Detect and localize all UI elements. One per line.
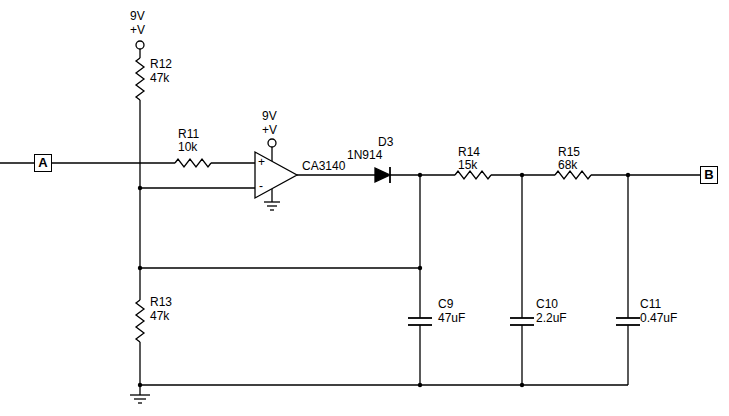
ground-symbol <box>134 398 146 399</box>
wire <box>52 162 175 163</box>
resistor-symbol <box>136 58 144 100</box>
part-value: 68k <box>558 159 577 172</box>
wire <box>139 49 140 58</box>
part-value: 0.47uF <box>640 312 677 325</box>
resistor-symbol <box>555 171 591 179</box>
part-name: R13 <box>150 296 172 309</box>
ground-symbol <box>270 209 274 210</box>
junction-dot <box>520 173 524 177</box>
ground-symbol <box>267 205 277 206</box>
supply-terminal <box>136 41 144 49</box>
junction-dot <box>626 173 630 177</box>
wire <box>211 162 255 163</box>
part-name: C9 <box>438 298 453 311</box>
junction-dot <box>138 266 142 270</box>
junction-dots <box>138 173 630 387</box>
part-name: CA3140 <box>302 160 345 173</box>
part-value: 2.2uF <box>536 312 567 325</box>
wire <box>140 267 420 268</box>
part-name: C10 <box>536 298 558 311</box>
junction-dot <box>138 383 142 387</box>
part-value: 47k <box>150 310 169 323</box>
pin-sign: + <box>258 156 265 169</box>
terminal-label: B <box>704 168 713 182</box>
wire <box>140 187 255 188</box>
wire <box>419 325 420 385</box>
part-name: C11 <box>640 298 661 311</box>
capacitor-symbol <box>616 317 640 319</box>
terminal-box: B <box>700 166 718 184</box>
wire <box>297 174 375 175</box>
terminal-label: A <box>38 156 47 170</box>
supply-voltage: 9V <box>262 110 277 123</box>
wire <box>140 384 628 385</box>
resistor-symbol <box>175 159 211 167</box>
terminal-box: A <box>34 154 52 172</box>
opamp-symbol <box>255 152 297 198</box>
wire <box>419 175 420 318</box>
wire <box>521 175 522 318</box>
part-name: R15 <box>558 146 580 159</box>
pin-sign: - <box>259 180 263 193</box>
wire <box>627 325 628 385</box>
wire <box>390 174 455 175</box>
part-value: 10k <box>178 141 197 154</box>
diode-symbol <box>375 168 390 182</box>
junction-dot <box>520 383 524 387</box>
capacitor-symbol <box>408 317 432 319</box>
supply-voltage: 9V <box>130 10 145 23</box>
part-value: 47k <box>150 72 169 85</box>
part-name: D3 <box>378 136 393 149</box>
wire <box>271 147 272 161</box>
junction-dot <box>418 173 422 177</box>
supply-label: +V <box>130 24 145 37</box>
part-name: R12 <box>150 58 172 71</box>
junction-dot <box>138 186 142 190</box>
wire <box>521 325 522 385</box>
capacitor-symbol <box>510 317 534 319</box>
part-value: 15k <box>458 159 477 172</box>
resistor-symbol <box>455 171 491 179</box>
part-name: R11 <box>178 128 199 141</box>
junction-dot <box>418 266 422 270</box>
ground-symbol <box>264 201 280 202</box>
part-value: 1N914 <box>347 149 382 162</box>
wire <box>0 162 34 163</box>
wire <box>591 174 700 175</box>
supply-label: +V <box>262 124 277 137</box>
part-value: 47uF <box>438 312 465 325</box>
resistor-symbol <box>136 300 144 342</box>
wire <box>627 175 628 318</box>
wire <box>271 189 272 202</box>
junction-dot <box>418 383 422 387</box>
ground-symbol <box>130 394 150 395</box>
supply-terminal <box>268 139 276 147</box>
part-name: R14 <box>458 146 480 159</box>
ground-symbol <box>138 402 142 403</box>
